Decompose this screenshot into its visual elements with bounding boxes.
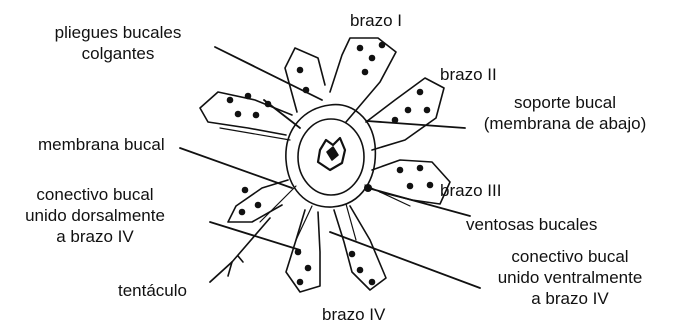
brazo-iv-arm-right bbox=[334, 206, 386, 290]
label-brazo-iv: brazo IV bbox=[322, 304, 385, 325]
label-membrana-bucal: membrana bucal bbox=[38, 134, 165, 155]
label-brazo-i: brazo I bbox=[350, 10, 402, 31]
brazo-iii-arm bbox=[372, 160, 450, 204]
label-conectivo-dorsal-line1: conectivo bucal bbox=[0, 184, 190, 205]
label-conectivo-dorsal: conectivo bucal unido dorsalmente a braz… bbox=[0, 184, 190, 247]
label-pliegues-bucales: pliegues bucales colgantes bbox=[28, 22, 208, 64]
label-soporte-line2: (membrana de abajo) bbox=[455, 113, 675, 134]
brazo-iv-arm-left bbox=[286, 210, 320, 292]
label-pliegues-line1: pliegues bucales bbox=[28, 22, 208, 43]
label-brazo-iii: brazo III bbox=[440, 180, 501, 201]
label-ventosas-bucales: ventosas bucales bbox=[466, 214, 597, 235]
brazo-i-arm bbox=[330, 38, 396, 122]
sucker-dots bbox=[227, 42, 434, 286]
brazo-ii-arm bbox=[366, 78, 444, 150]
label-conectivo-dorsal-line3: a brazo IV bbox=[0, 226, 190, 247]
label-soporte-line1: soporte bucal bbox=[455, 92, 675, 113]
upper-arm-left bbox=[285, 48, 325, 112]
label-pliegues-line2: colgantes bbox=[28, 43, 208, 64]
label-conectivo-ventral-line3: a brazo IV bbox=[470, 288, 670, 309]
label-brazo-ii: brazo II bbox=[440, 64, 497, 85]
label-soporte-bucal: soporte bucal (membrana de abajo) bbox=[455, 92, 675, 134]
label-conectivo-dorsal-line2: unido dorsalmente bbox=[0, 205, 190, 226]
label-tentaculo: tentáculo bbox=[118, 280, 187, 301]
label-conectivo-ventral-line1: conectivo bucal bbox=[470, 246, 670, 267]
label-conectivo-ventral: conectivo bucal unido ventralmente a bra… bbox=[470, 246, 670, 309]
label-conectivo-ventral-line2: unido ventralmente bbox=[470, 267, 670, 288]
lower-left-arm bbox=[228, 180, 288, 222]
